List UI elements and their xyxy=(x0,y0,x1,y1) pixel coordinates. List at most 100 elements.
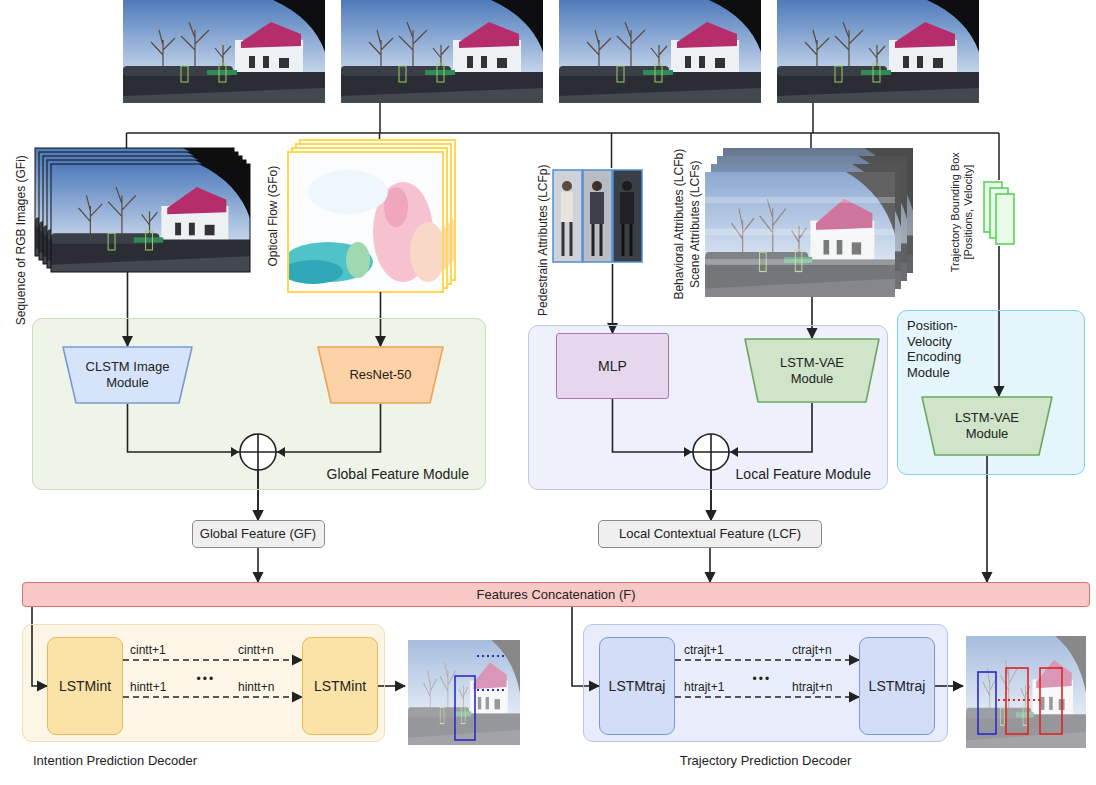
state-label: ctrajt+1 xyxy=(684,643,724,657)
output-arrow xyxy=(378,685,405,687)
output-arrow xyxy=(935,685,963,687)
box-label: CLSTM Image Module xyxy=(82,359,173,390)
input-bus xyxy=(127,132,1000,134)
input-label: Sequence of RGB Images (GFi) xyxy=(14,155,28,325)
input-frames xyxy=(559,0,761,103)
intention-output-image xyxy=(455,676,475,740)
panel-fill xyxy=(22,624,385,742)
state-arrow xyxy=(123,659,302,661)
panel-heading: Local Feature Module xyxy=(736,466,871,483)
state-arrow xyxy=(123,696,302,698)
flow-arrow xyxy=(612,264,614,333)
trapezoid-outline xyxy=(745,339,879,402)
input-frames xyxy=(123,0,325,103)
box-label: Features Concatenation (F) xyxy=(477,587,636,603)
optical-flow-stack xyxy=(283,152,446,292)
trajectory-output-image xyxy=(966,636,1086,748)
attribute-frame-stack xyxy=(705,148,913,297)
state-label: hintt+1 xyxy=(130,680,166,694)
encoder-trapezoid: CLSTM Image Module xyxy=(62,346,193,404)
pedestrian-crops xyxy=(553,170,582,262)
input-label: Pedestrain Attributes (LCFp) xyxy=(535,164,549,315)
input-bus xyxy=(380,103,813,133)
attribute-frame-stack xyxy=(705,172,895,297)
module-panel: Local Feature Module MLP LSTM-VAE Module xyxy=(528,325,888,490)
input-frames xyxy=(341,0,543,103)
sum-symbol xyxy=(277,447,285,457)
panel-heading: Trajectory Prediction Decoder xyxy=(584,753,947,769)
flow-arrow xyxy=(572,607,599,686)
feature-box: Global Feature (GF) xyxy=(192,520,325,548)
box-label: MLP xyxy=(598,358,627,375)
state-label: htrajt+1 xyxy=(684,680,724,694)
sum-symbol xyxy=(240,434,276,470)
bbox-icon-drawing xyxy=(984,182,1014,244)
panel-fill xyxy=(528,325,888,490)
pedestrian-crops xyxy=(583,170,612,262)
pedestrian-crops xyxy=(592,181,602,191)
pedestrian-crops xyxy=(561,192,573,222)
pedestrian-crops xyxy=(613,170,642,262)
flow-arrow xyxy=(128,404,259,520)
flow-stack: Optical Flow (GFo) xyxy=(288,140,448,292)
intention-output-image xyxy=(408,640,520,745)
trajectory-output-image xyxy=(1040,668,1062,734)
ellipsis-mark: ••• xyxy=(197,672,216,686)
bbox-icon: Trajectory Bounding Box [Positions, Velo… xyxy=(982,180,1016,246)
pedestrian-crops xyxy=(553,170,642,262)
box-label: LSTMtraj xyxy=(609,678,666,695)
trapezoid-outline xyxy=(63,347,192,403)
flow-arrow xyxy=(32,607,47,686)
box-label: LSTMtraj xyxy=(869,678,926,695)
sum-symbol xyxy=(231,447,239,457)
box-label: Global Feature (GF) xyxy=(200,526,316,542)
lstm-cell: LSTMint xyxy=(302,637,378,735)
pedestrian-crops xyxy=(623,224,631,256)
flow-arrow xyxy=(709,548,711,582)
pedestrian-crops xyxy=(562,181,572,191)
optical-flow-stack xyxy=(288,152,443,292)
input-label: Scene Attributes (LCFs) xyxy=(687,161,701,288)
intention-output-image xyxy=(408,640,520,745)
box-label: LSTM-VAE Module xyxy=(764,355,860,386)
feature-box: Local Contextual Feature (LCF) xyxy=(598,520,822,548)
concat-bar: Features Concatenation (F) xyxy=(22,582,1090,607)
input-label: Behavioral Attributes (LCFb) xyxy=(672,149,686,300)
intention-output-image xyxy=(408,640,520,745)
rgb-frame-stack xyxy=(51,164,250,272)
lstm-cell: LSTMtraj xyxy=(859,637,935,735)
box-label: Local Contextual Feature (LCF) xyxy=(619,526,801,542)
trajectory-output-image xyxy=(966,636,1086,748)
box-label: ResNet-50 xyxy=(349,367,411,383)
trajectory-output-image xyxy=(966,636,1086,748)
flow-arrow xyxy=(380,292,382,346)
image-stack: Sequence of RGB Images (GFi) xyxy=(35,148,250,272)
sum-symbol xyxy=(684,434,738,470)
pedestrian-crops xyxy=(563,222,571,256)
encoder-trapezoid: LSTM-VAE Module xyxy=(744,338,880,403)
bbox-icon-drawing xyxy=(996,194,1014,244)
panel-fill xyxy=(583,624,948,742)
state-label: cintt+1 xyxy=(130,643,166,657)
box-label: LSTMint xyxy=(59,678,111,695)
optical-flow-stack xyxy=(283,140,458,292)
sum-symbol xyxy=(231,434,285,470)
sum-symbol xyxy=(240,434,276,470)
pedestrian-crops xyxy=(622,181,632,191)
box-label: LSTM-VAE Module xyxy=(941,410,1033,441)
module-panel: Position- Velocity Encoding ModuleLSTM-V… xyxy=(897,310,1085,475)
panel-heading: Intention Prediction Decoder xyxy=(33,753,197,769)
input-label: Trajectory Bounding Box [Positions, Velo… xyxy=(949,142,975,282)
flow-arrow xyxy=(998,246,1000,396)
sum-symbol xyxy=(693,434,729,470)
state-label: htrajt+n xyxy=(792,680,832,694)
pedestrian-crops xyxy=(620,192,634,224)
state-label: cintt+n xyxy=(238,643,274,657)
pedestrian-crops xyxy=(590,192,604,224)
encoder-trapezoid: LSTM-VAE Module xyxy=(921,396,1053,456)
attribute-frame-stack xyxy=(705,172,895,297)
trapezoid-outline xyxy=(922,397,1052,455)
encoder-trapezoid: ResNet-50 xyxy=(317,346,444,404)
rgb-frame-stack xyxy=(51,164,250,272)
